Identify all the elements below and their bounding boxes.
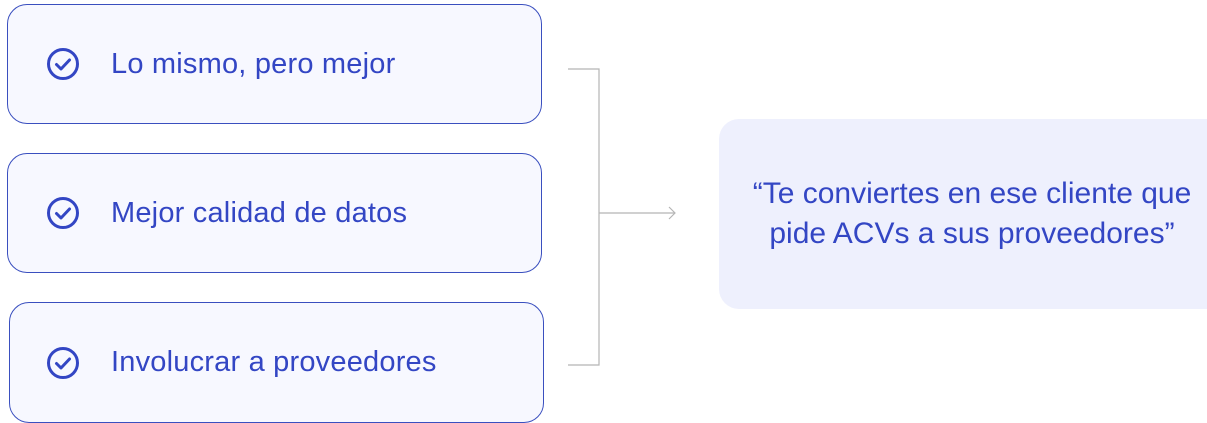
check-circle-icon [47,197,79,229]
benefit-label: Involucrar a proveedores [111,346,437,378]
benefit-card-2: Mejor calidad de datos [7,153,542,273]
benefit-label: Mejor calidad de datos [111,196,408,229]
check-circle-icon [47,48,79,80]
bracket-line [568,68,600,366]
benefit-card-3: Involucrar a proveedores [9,302,544,423]
quote-text: “Te conviertes en ese cliente que pide A… [752,177,1192,250]
quote-box: “Te conviertes en ese cliente que pide A… [719,119,1207,309]
arrow-head-icon [668,206,676,220]
check-circle-icon [47,346,79,379]
benefit-card-1: Lo mismo, pero mejor [7,4,542,124]
benefit-label: Lo mismo, pero mejor [111,47,396,80]
